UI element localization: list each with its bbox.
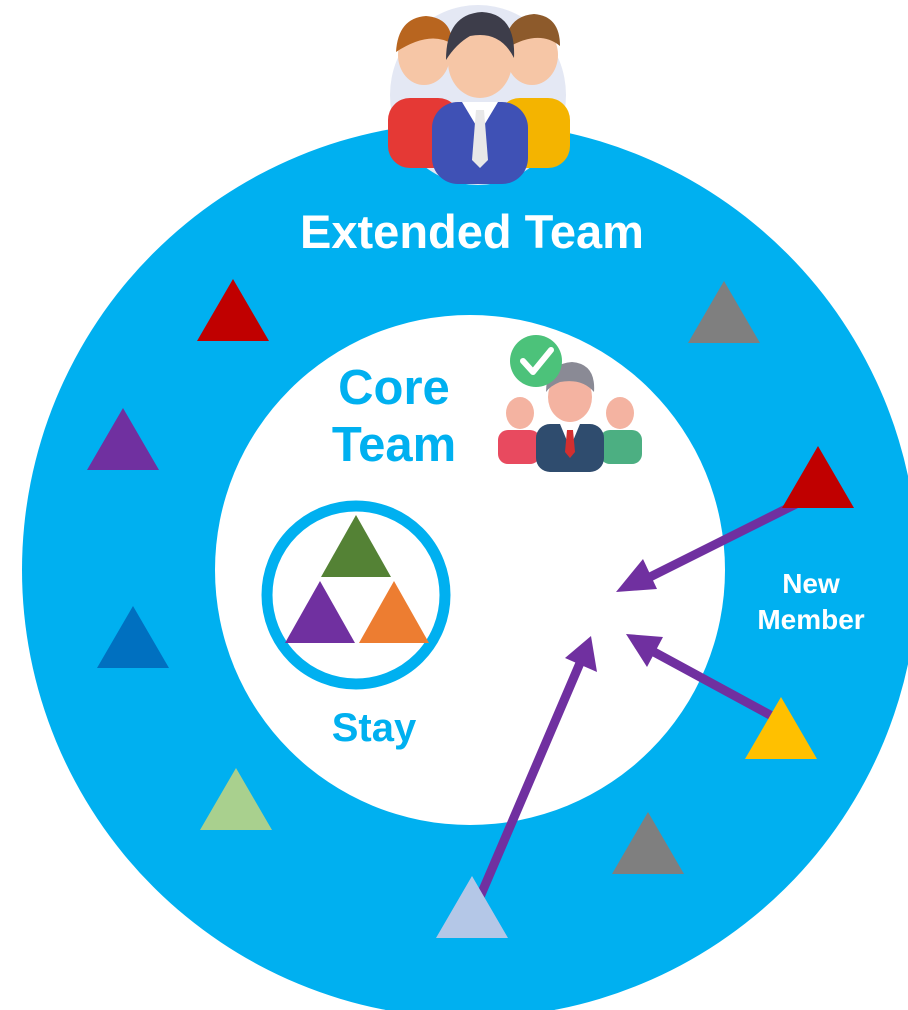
triangle-purple-left — [87, 408, 159, 470]
arrowhead-lightblue — [565, 636, 597, 672]
arrows — [475, 497, 805, 902]
triangle-darkred-upper-left — [197, 279, 269, 341]
arrow-from-red — [645, 497, 805, 582]
core-team-label-line1: Core — [338, 361, 450, 415]
extended-team-label: Extended Team — [300, 205, 644, 258]
triangle-logo-icon — [261, 500, 451, 690]
arrowhead-red — [616, 559, 657, 592]
triangle-gray-upper-right — [688, 281, 760, 343]
triangle-lightgreen-lower-left — [200, 768, 272, 830]
new-member-label-line1: New — [782, 568, 840, 599]
core-team-label-line2: Team — [332, 418, 456, 472]
verified-team-icon — [498, 335, 642, 472]
triangle-lightblue-bottom — [436, 876, 508, 938]
triangle-gray-lower-right — [612, 812, 684, 874]
stay-label: Stay — [332, 706, 417, 750]
arrowhead-gold — [626, 634, 663, 667]
new-member-label-line2: Member — [757, 604, 864, 635]
core-team-circle — [215, 315, 725, 825]
triangle-blue-left — [97, 606, 169, 668]
team-group-icon — [388, 5, 570, 185]
triangle-gold-lower-right — [745, 697, 817, 759]
triangle-darkred-right — [782, 446, 854, 508]
member-triangles — [87, 279, 854, 938]
arrow-from-gold — [649, 647, 777, 721]
arrow-from-lightblue — [475, 658, 585, 902]
